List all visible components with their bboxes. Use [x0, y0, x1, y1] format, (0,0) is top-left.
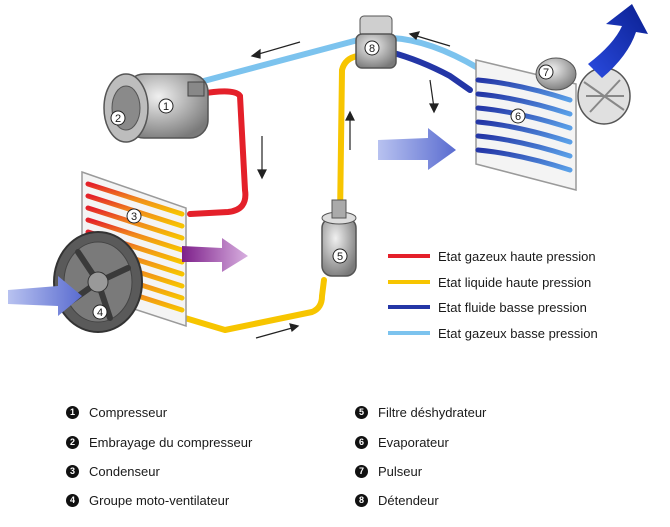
filter-drier: [321, 199, 357, 277]
airflow-in-arrow-evaporator: [378, 128, 456, 170]
diagram-number-3: 3: [126, 208, 142, 224]
svg-text:5: 5: [337, 251, 343, 263]
diagram-number-5: 5: [332, 248, 348, 264]
fan-unit: [53, 231, 143, 333]
svg-text:2: 2: [115, 113, 121, 125]
pipe-high-liquid: [182, 53, 361, 333]
diagram-number-2: 2: [110, 110, 126, 126]
legend-label-high-liquid: Etat liquide haute pression: [438, 275, 591, 290]
pipe-evap-return: [389, 35, 481, 71]
diagram-numbers: 1 2 3 4 5 6 7 8: [92, 40, 554, 320]
diagram-number-8: 8: [364, 40, 380, 56]
diagram-number-6: 6: [510, 108, 526, 124]
svg-text:7: 7: [543, 67, 549, 79]
airflow-hot-arrow: [182, 238, 248, 272]
diagram-number-1: 1: [158, 98, 174, 114]
pipe-high-gas: [187, 88, 249, 217]
legend-label-low-gas: Etat gazeux basse pression: [438, 326, 598, 341]
legend-label-high-gas: Etat gazeux haute pression: [438, 249, 596, 264]
evaporator: [475, 59, 577, 191]
airflow-in-arrow-left: [8, 276, 82, 316]
svg-text:6: 6: [515, 111, 521, 123]
svg-text:8: 8: [369, 43, 375, 55]
diagram-number-4: 4: [92, 304, 108, 320]
legend-label-low-fluid: Etat fluide basse pression: [438, 300, 587, 315]
diagram-number-7: 7: [538, 64, 554, 80]
pipe-low-gas: [197, 37, 361, 85]
airflow-out-arrow: [588, 4, 648, 78]
svg-text:3: 3: [131, 211, 137, 223]
svg-text:1: 1: [163, 101, 169, 113]
compressor: [103, 73, 209, 143]
flow-arrows: [250, 31, 451, 339]
legend: Etat gazeux haute pression Etat liquide …: [388, 249, 598, 341]
svg-text:4: 4: [97, 307, 103, 319]
